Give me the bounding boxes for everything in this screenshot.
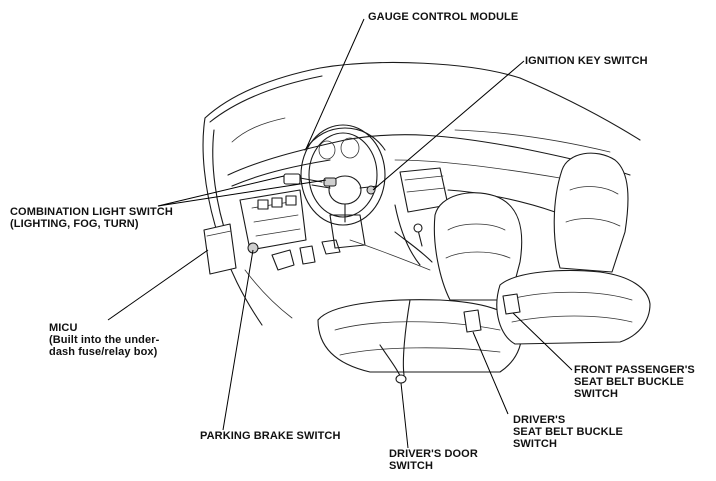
- center-console: [394, 223, 433, 263]
- leader-lines: [107, 18, 573, 449]
- label-door-line-2: SWITCH: [389, 460, 433, 472]
- door-switch: [379, 344, 407, 384]
- label-gauge-text: GAUGE CONTROL MODULE: [368, 11, 519, 23]
- label-drivers-door-switch: DRIVER'S DOOR SWITCH: [389, 448, 478, 472]
- label-ignition-key-switch: IGNITION KEY SWITCH: [525, 55, 648, 67]
- label-front-passenger-seat-belt-buckle-switch: FRONT PASSENGER'S SEAT BELT BUCKLE SWITC…: [574, 364, 695, 400]
- label-drv-belt-line-1: DRIVER'S: [513, 414, 566, 426]
- passenger-seat: [496, 152, 651, 345]
- label-pass-belt-line-3: SWITCH: [574, 388, 618, 400]
- label-parking-brake-switch: PARKING BRAKE SWITCH: [200, 430, 341, 442]
- label-drv-belt-line-3: SWITCH: [513, 438, 557, 450]
- dashboard: [227, 134, 631, 266]
- label-micu-line-2: (Built into the under-: [49, 334, 160, 346]
- label-micu-line-1: MICU: [49, 322, 78, 334]
- label-combo-line-2: (LIGHTING, FOG, TURN): [10, 218, 139, 230]
- label-drv-belt-line-2: SEAT BELT BUCKLE: [513, 426, 623, 438]
- label-micu: MICU (Built into the under- dash fuse/re…: [49, 322, 159, 358]
- label-combination-light-switch: COMBINATION LIGHT SWITCH (LIGHTING, FOG,…: [10, 206, 173, 230]
- label-gauge-control-module: GAUGE CONTROL MODULE: [368, 11, 518, 23]
- label-parking-text: PARKING BRAKE SWITCH: [200, 430, 341, 442]
- label-ignition-text: IGNITION KEY SWITCH: [525, 55, 648, 67]
- micu-box: [203, 223, 237, 275]
- label-micu-line-3: dash fuse/relay box): [49, 346, 158, 358]
- steering-wheel: [283, 124, 386, 249]
- label-pass-belt-line-2: SEAT BELT BUCKLE: [574, 376, 684, 388]
- label-combo-line-1: COMBINATION LIGHT SWITCH: [10, 206, 173, 218]
- cabin-outline: [202, 62, 641, 326]
- label-pass-belt-line-1: FRONT PASSENGER'S: [574, 364, 695, 376]
- label-door-line-1: DRIVER'S DOOR: [389, 448, 478, 460]
- driver-seat: [317, 192, 523, 376]
- label-drivers-seat-belt-buckle-switch: DRIVER'S SEAT BELT BUCKLE SWITCH: [513, 414, 623, 450]
